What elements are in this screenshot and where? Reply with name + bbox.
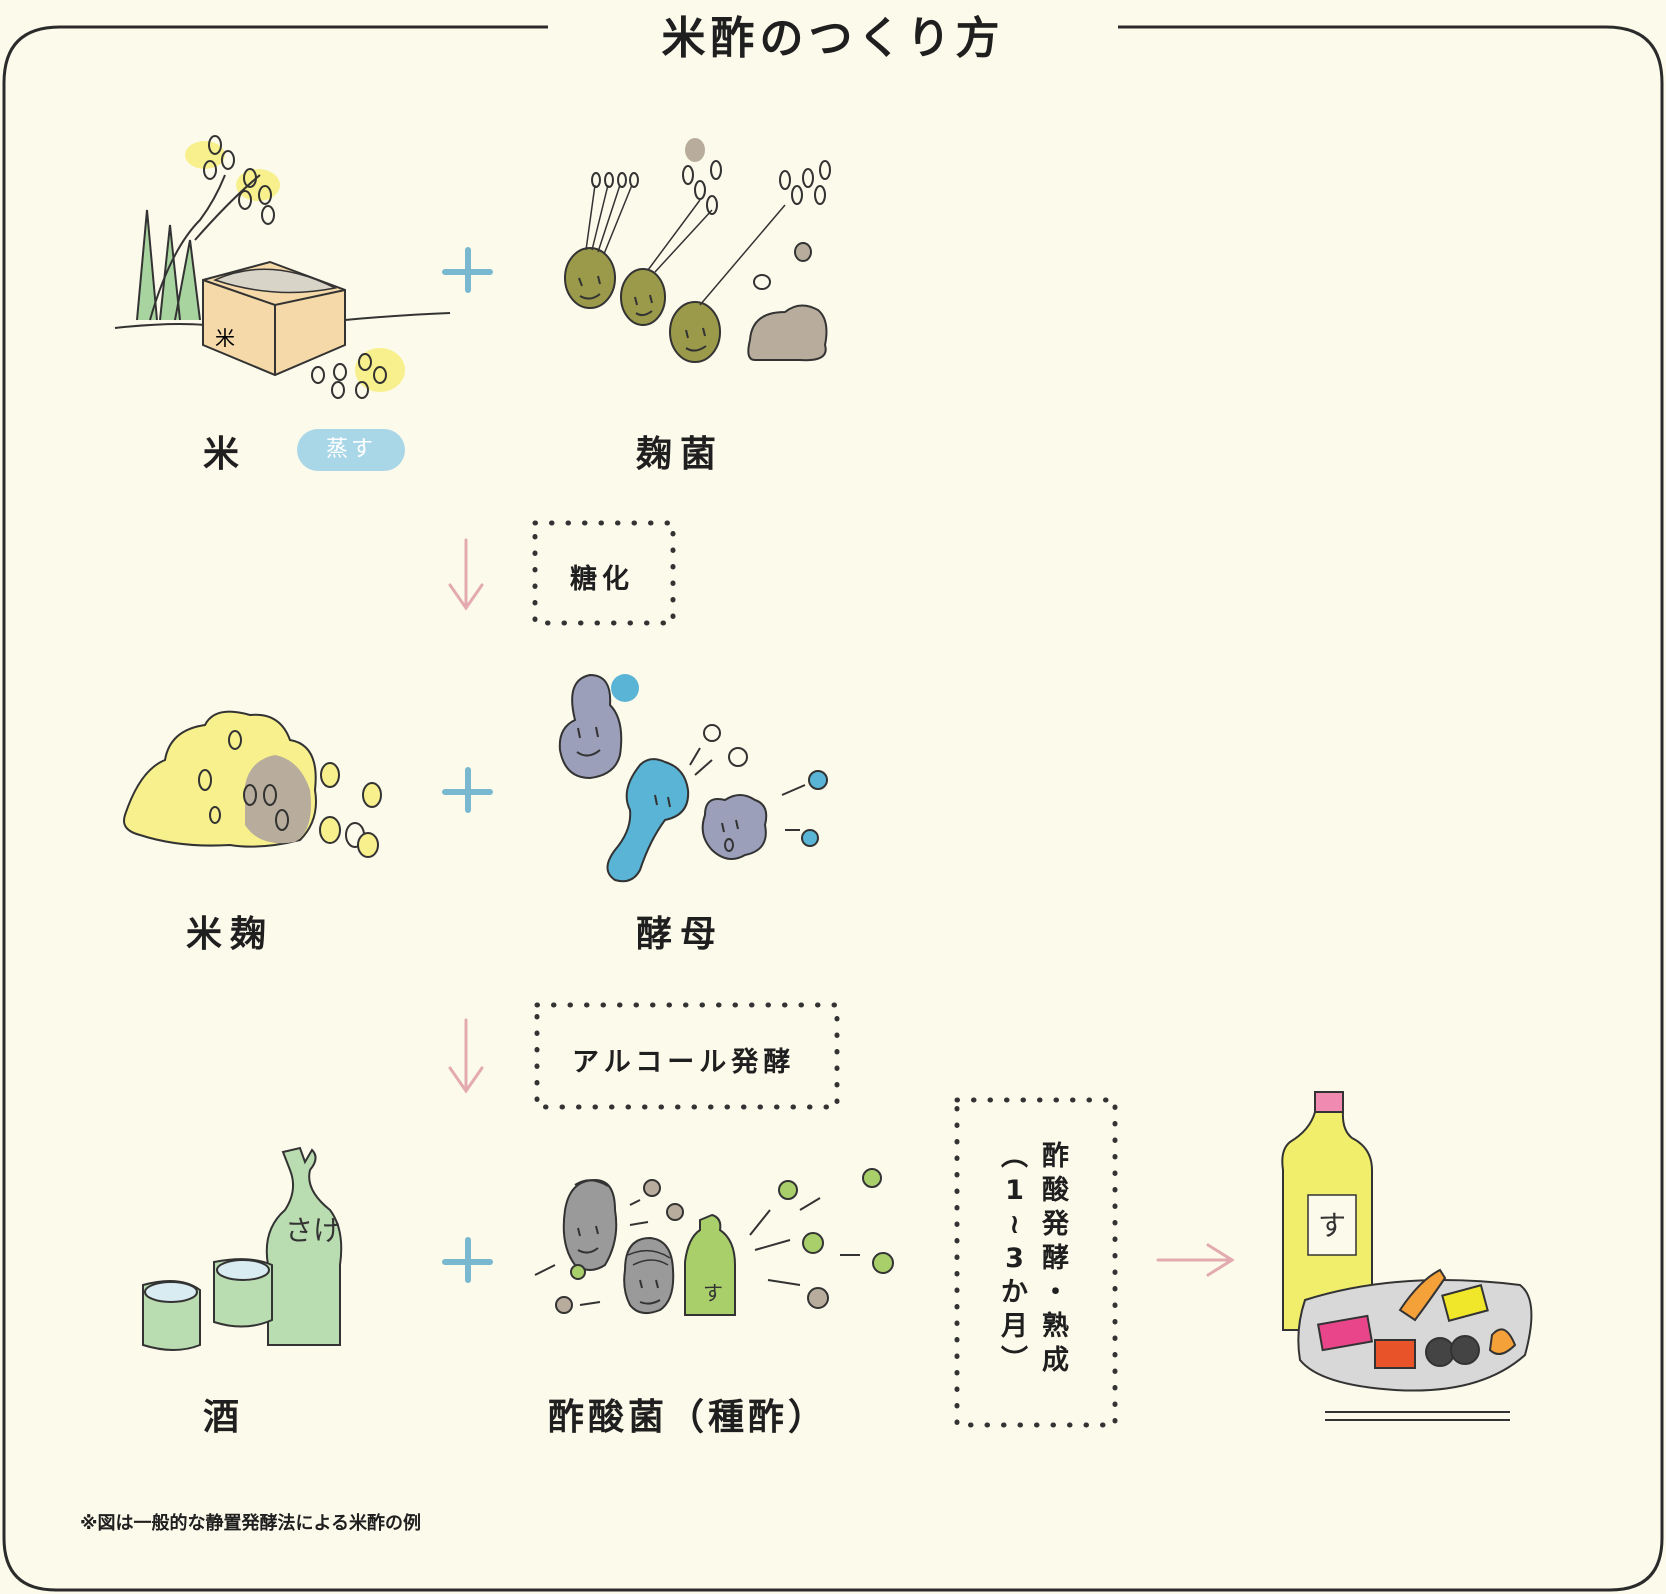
- vertical-char: 発: [1042, 1209, 1069, 1240]
- arrow-down-icon: [448, 538, 484, 611]
- step-box-alcohol: [534, 1002, 840, 1110]
- arrow-right-icon: [1156, 1243, 1235, 1277]
- label-rice-koji: 米麹: [185, 914, 274, 955]
- vertical-char: ・: [1042, 1277, 1069, 1308]
- plus-icon: [442, 247, 493, 293]
- vertical-char: ≀: [1009, 1209, 1020, 1240]
- page-title: 米酢のつくり方: [661, 13, 1005, 64]
- step-saccharification: 糖化: [570, 564, 634, 595]
- vertical-char: 月: [1001, 1311, 1028, 1342]
- step-acetic-label: 酢酸発酵・熟成: [1042, 1140, 1069, 1424]
- vertical-char: 酸: [1042, 1175, 1069, 1206]
- vertical-char: 熟: [1042, 1311, 1069, 1342]
- vertical-char: 成: [1042, 1345, 1069, 1376]
- label-yeast: 酵母: [635, 914, 724, 955]
- steam-badge: 蒸す: [297, 429, 405, 471]
- step-box-acetic: [954, 1097, 1118, 1428]
- step-box-saccharification: [532, 520, 676, 626]
- frame-border: [2, 25, 1664, 1592]
- rice-koji-illustration: [123, 710, 382, 858]
- plus-icon: [442, 1237, 493, 1283]
- sake-bottle-label: さけ: [285, 1214, 341, 1247]
- vertical-char: ︶: [1001, 1345, 1028, 1376]
- vertical-char: ︵: [1001, 1141, 1028, 1172]
- vertical-char: か: [1001, 1277, 1028, 1308]
- label-koji-mold: 麹菌: [635, 434, 724, 475]
- plus-icon: [442, 767, 493, 813]
- rice-illustration: 米: [114, 135, 451, 399]
- vertical-char: 酵: [1042, 1243, 1069, 1274]
- vinegar-bottle-label: す: [1318, 1209, 1346, 1242]
- step-alcohol-fermentation: アルコール発酵: [572, 1047, 796, 1078]
- arrow-down-icon: [448, 1018, 484, 1094]
- footnote: ※図は一般的な静置発酵法による米酢の例: [80, 1513, 421, 1534]
- sake-illustration: さけ: [142, 1146, 343, 1351]
- vinegar-sushi-illustration: す: [1281, 1091, 1533, 1421]
- koji-mold-illustration: [564, 138, 831, 363]
- vertical-char: 酢: [1042, 1141, 1069, 1172]
- acetic-bacteria-illustration: す: [534, 1168, 894, 1316]
- vertical-char: 3: [1005, 1243, 1024, 1274]
- box-label: 米: [215, 326, 235, 350]
- label-rice: 米: [202, 434, 247, 475]
- yeast-illustration: [558, 673, 828, 883]
- label-acetic-bacteria: 酢酸菌（種酢）: [548, 1397, 829, 1438]
- vertical-char: 1: [1005, 1175, 1024, 1206]
- label-sake: 酒: [202, 1397, 247, 1438]
- acetic-bottle-label: す: [703, 1281, 723, 1305]
